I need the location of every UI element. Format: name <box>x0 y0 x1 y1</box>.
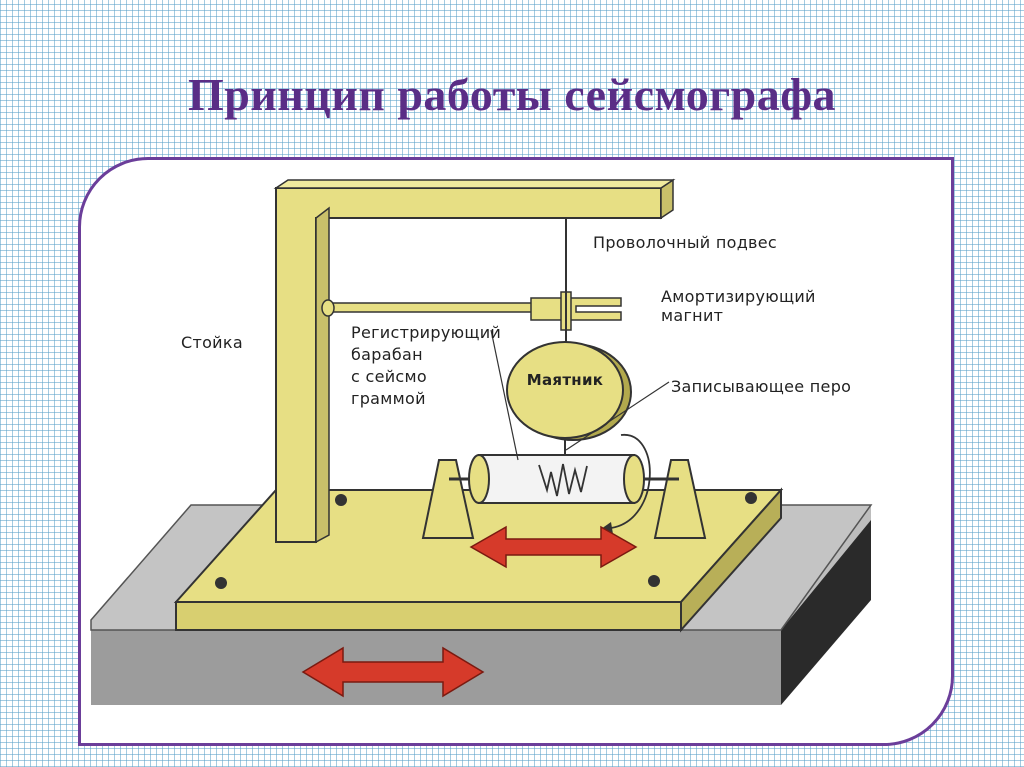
wire-label: Проволочный подвес <box>593 233 777 252</box>
pendulum: Маятник <box>506 341 632 441</box>
recording-drum <box>449 454 679 504</box>
seismogram-trace <box>538 463 588 497</box>
drum-label-line4: граммой <box>351 389 426 408</box>
base-motion-arrow <box>469 525 638 569</box>
stand-post <box>273 178 676 544</box>
magnet-label-line2: магнит <box>661 306 723 325</box>
magnet-label-line1: Амортизирующий <box>661 287 816 306</box>
screw-icon <box>215 577 227 589</box>
magnet-arm <box>321 299 542 317</box>
ground-side <box>781 520 871 705</box>
leader-line <box>490 329 519 461</box>
stand-label: Стойка <box>181 333 243 352</box>
screw-icon <box>745 492 757 504</box>
illustration-frame: Маятник Проволочный подвес <box>78 157 954 746</box>
drum-label-line1: Регистрирующий <box>351 323 501 342</box>
slide-title: Принцип работы сейсмографа <box>187 69 837 120</box>
drum-label-line2: барабан <box>351 345 423 364</box>
screw-icon <box>335 494 347 506</box>
pen-label: Записывающее перо <box>671 377 851 396</box>
screw-icon <box>648 575 660 587</box>
damping-magnet <box>530 291 622 331</box>
rotation-arrow <box>610 434 651 529</box>
pendulum-label: Маятник <box>527 371 604 389</box>
drum-label-line3: с сейсмо <box>351 367 427 386</box>
leader-line <box>565 381 670 451</box>
ground-motion-arrow <box>301 646 485 698</box>
seismograph-diagram: Маятник Проволочный подвес <box>90 178 873 705</box>
